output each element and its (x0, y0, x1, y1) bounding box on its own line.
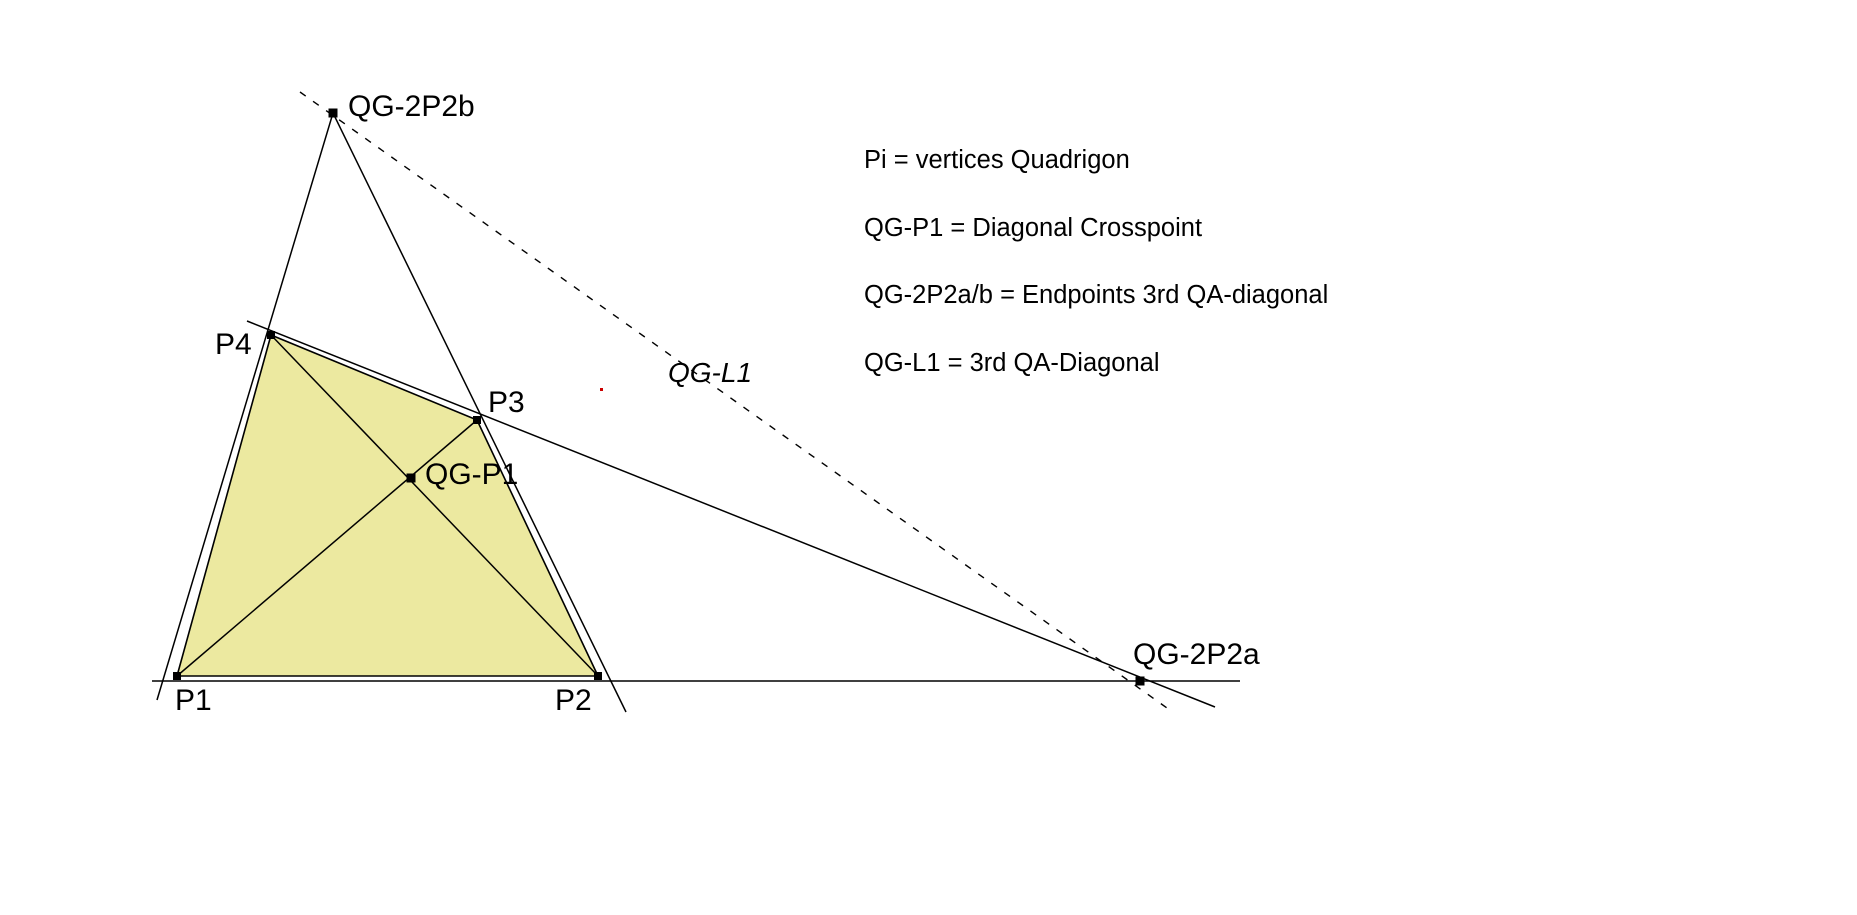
legend-line-vertices: Pi = vertices Quadrigon (864, 146, 1130, 174)
label-qg-l1: QG-L1 (668, 357, 753, 388)
legend-line-endpoints: QG-2P2a/b = Endpoints 3rd QA-diagonal (864, 281, 1329, 309)
side-p4-p3-extended-line (246, 320, 1216, 708)
accent-dot (600, 388, 603, 391)
qg-l1-dashed-line (299, 91, 1168, 709)
legend-line-diagonal-crosspoint: QG-P1 = Diagonal Crosspoint (864, 213, 1203, 242)
label-p3: P3 (488, 386, 525, 419)
marker-p4 (267, 331, 275, 339)
legend: Pi = vertices Quadrigon QG-P1 = Diagonal… (864, 146, 1484, 377)
diagonal-p2-p4 (270, 334, 599, 677)
marker-qg-2p2b (328, 108, 338, 118)
quadrigon-polygon (175, 333, 600, 677)
marker-qg-p1 (406, 473, 416, 483)
label-p4: P4 (215, 328, 252, 361)
label-qg-2p2a: QG-2P2a (1133, 638, 1260, 671)
marker-p2 (594, 672, 602, 680)
marker-p1 (173, 672, 181, 680)
side-p1-p4-extended-line (156, 112, 334, 701)
side-p2-p3-extended-line (332, 112, 627, 713)
diagonal-p1-p3 (176, 419, 478, 677)
label-qg-p1: QG-P1 (425, 458, 519, 491)
legend-line-third-diagonal: QG-L1 = 3rd QA-Diagonal (864, 348, 1160, 377)
label-p1: P1 (175, 684, 212, 717)
marker-p3 (473, 416, 481, 424)
marker-qg-2p2a (1135, 676, 1145, 686)
label-p2: P2 (555, 684, 592, 717)
label-qg-2p2b: QG-2P2b (348, 90, 475, 123)
